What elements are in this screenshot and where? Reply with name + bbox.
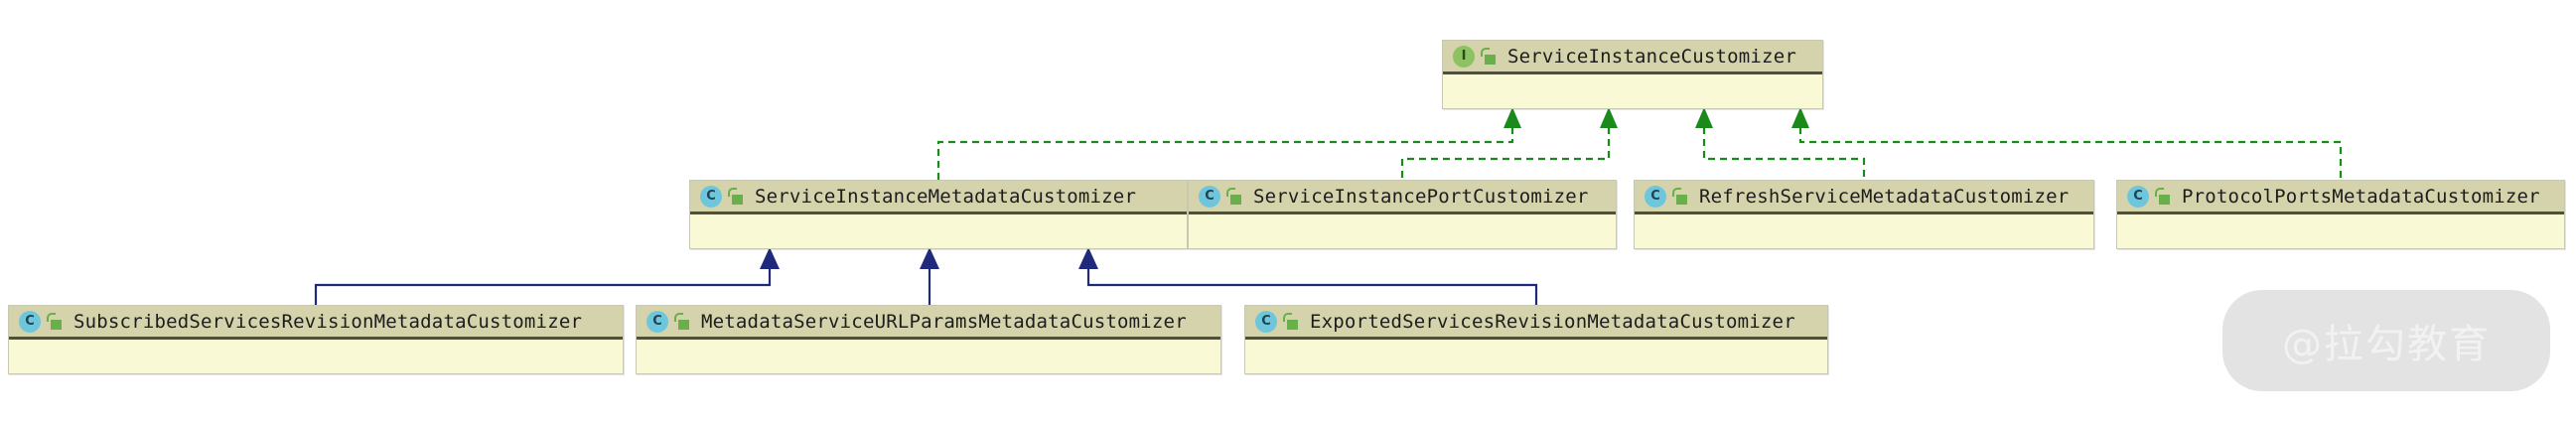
watermark-text: @拉勾教育 (2282, 322, 2491, 367)
unlocked-padlock-icon (1282, 313, 1298, 330)
uml-node-service-instance-metadata-customizer[interactable]: C ServiceInstanceMetadataCustomizer (689, 180, 1188, 249)
uml-node-header: C ProtocolPortsMetadataCustomizer (2117, 181, 2564, 214)
interface-badge-letter: I (1453, 45, 1475, 68)
realization-edges (936, 107, 2343, 180)
uml-node-header: C ServiceInstanceMetadataCustomizer (690, 181, 1187, 214)
class-badge-letter: C (1199, 185, 1220, 208)
realization-edge-protocol-ports-metadata-customizer (1791, 107, 2343, 180)
uml-node-header: I ServiceInstanceCustomizer (1443, 41, 1822, 74)
realization-edge-service-instance-metadata-customizer (936, 107, 1521, 180)
uml-node-title: ExportedServicesRevisionMetadataCustomiz… (1310, 310, 1795, 333)
class-badge-icon: C (1645, 185, 1666, 208)
class-badge-letter: C (646, 310, 668, 333)
realization-edge-service-instance-port-customizer (1400, 107, 1618, 180)
class-badge-icon: C (1199, 185, 1220, 208)
unlocked-padlock-icon (1671, 188, 1687, 205)
class-badge-letter: C (1255, 310, 1277, 333)
uml-node-exported-services-revision-metadata-customizer[interactable]: C ExportedServicesRevisionMetadataCustom… (1244, 305, 1828, 374)
realization-edge-refresh-service-metadata-customizer (1695, 107, 1866, 180)
class-badge-letter: C (700, 185, 722, 208)
uml-node-header: C MetadataServiceURLParamsMetadataCustom… (637, 306, 1220, 340)
uml-node-members (2117, 214, 2564, 248)
uml-node-service-instance-customizer[interactable]: I ServiceInstanceCustomizer (1442, 40, 1823, 109)
uml-node-members (1245, 340, 1827, 373)
class-badge-icon: C (646, 310, 668, 333)
uml-node-title: ServiceInstancePortCustomizer (1253, 185, 1589, 208)
class-badge-icon: C (1255, 310, 1277, 333)
unlocked-padlock-icon (2154, 188, 2170, 205)
inheritance-edges (314, 247, 1538, 305)
uml-node-header: C ExportedServicesRevisionMetadataCustom… (1245, 306, 1827, 340)
class-badge-letter: C (2127, 185, 2149, 208)
inheritance-edge-subscribed-services-revision-metadata-customizer (314, 247, 780, 305)
uml-node-members (1635, 214, 2093, 248)
uml-node-members (9, 340, 623, 373)
uml-node-refresh-service-metadata-customizer[interactable]: C RefreshServiceMetadataCustomizer (1634, 180, 2094, 249)
uml-node-title: ServiceInstanceCustomizer (1507, 45, 1796, 68)
interface-badge-icon: I (1453, 45, 1475, 68)
inheritance-edge-metadata-service-url-params-metadata-customizer (920, 247, 939, 305)
class-badge-letter: C (19, 310, 41, 333)
class-badge-letter: C (1645, 185, 1666, 208)
watermark: @拉勾教育 (2222, 290, 2550, 391)
uml-node-service-instance-port-customizer[interactable]: C ServiceInstancePortCustomizer (1188, 180, 1617, 249)
unlocked-padlock-icon (46, 313, 62, 330)
uml-node-protocol-ports-metadata-customizer[interactable]: C ProtocolPortsMetadataCustomizer (2116, 180, 2565, 249)
class-badge-icon: C (19, 310, 41, 333)
class-badge-icon: C (700, 185, 722, 208)
class-badge-icon: C (2127, 185, 2149, 208)
unlocked-padlock-icon (673, 313, 689, 330)
uml-node-header: C RefreshServiceMetadataCustomizer (1635, 181, 2093, 214)
uml-node-subscribed-services-revision-metadata-customizer[interactable]: C SubscribedServicesRevisionMetadataCust… (8, 305, 624, 374)
uml-node-title: ProtocolPortsMetadataCustomizer (2182, 185, 2540, 208)
unlocked-padlock-icon (727, 188, 743, 205)
uml-node-members (1189, 214, 1616, 248)
uml-node-members (690, 214, 1187, 248)
inheritance-edge-exported-services-revision-metadata-customizer (1078, 247, 1538, 305)
uml-node-title: ServiceInstanceMetadataCustomizer (755, 185, 1137, 208)
uml-node-title: RefreshServiceMetadataCustomizer (1699, 185, 2070, 208)
uml-node-members (1443, 74, 1822, 108)
uml-node-title: SubscribedServicesRevisionMetadataCustom… (73, 310, 583, 333)
uml-node-members (637, 340, 1220, 373)
uml-node-header: C ServiceInstancePortCustomizer (1189, 181, 1616, 214)
unlocked-padlock-icon (1225, 188, 1241, 205)
uml-node-metadata-service-url-params-metadata-customizer[interactable]: C MetadataServiceURLParamsMetadataCustom… (636, 305, 1221, 374)
uml-node-header: C SubscribedServicesRevisionMetadataCust… (9, 306, 623, 340)
uml-node-title: MetadataServiceURLParamsMetadataCustomiz… (701, 310, 1187, 333)
unlocked-padlock-icon (1480, 48, 1496, 65)
